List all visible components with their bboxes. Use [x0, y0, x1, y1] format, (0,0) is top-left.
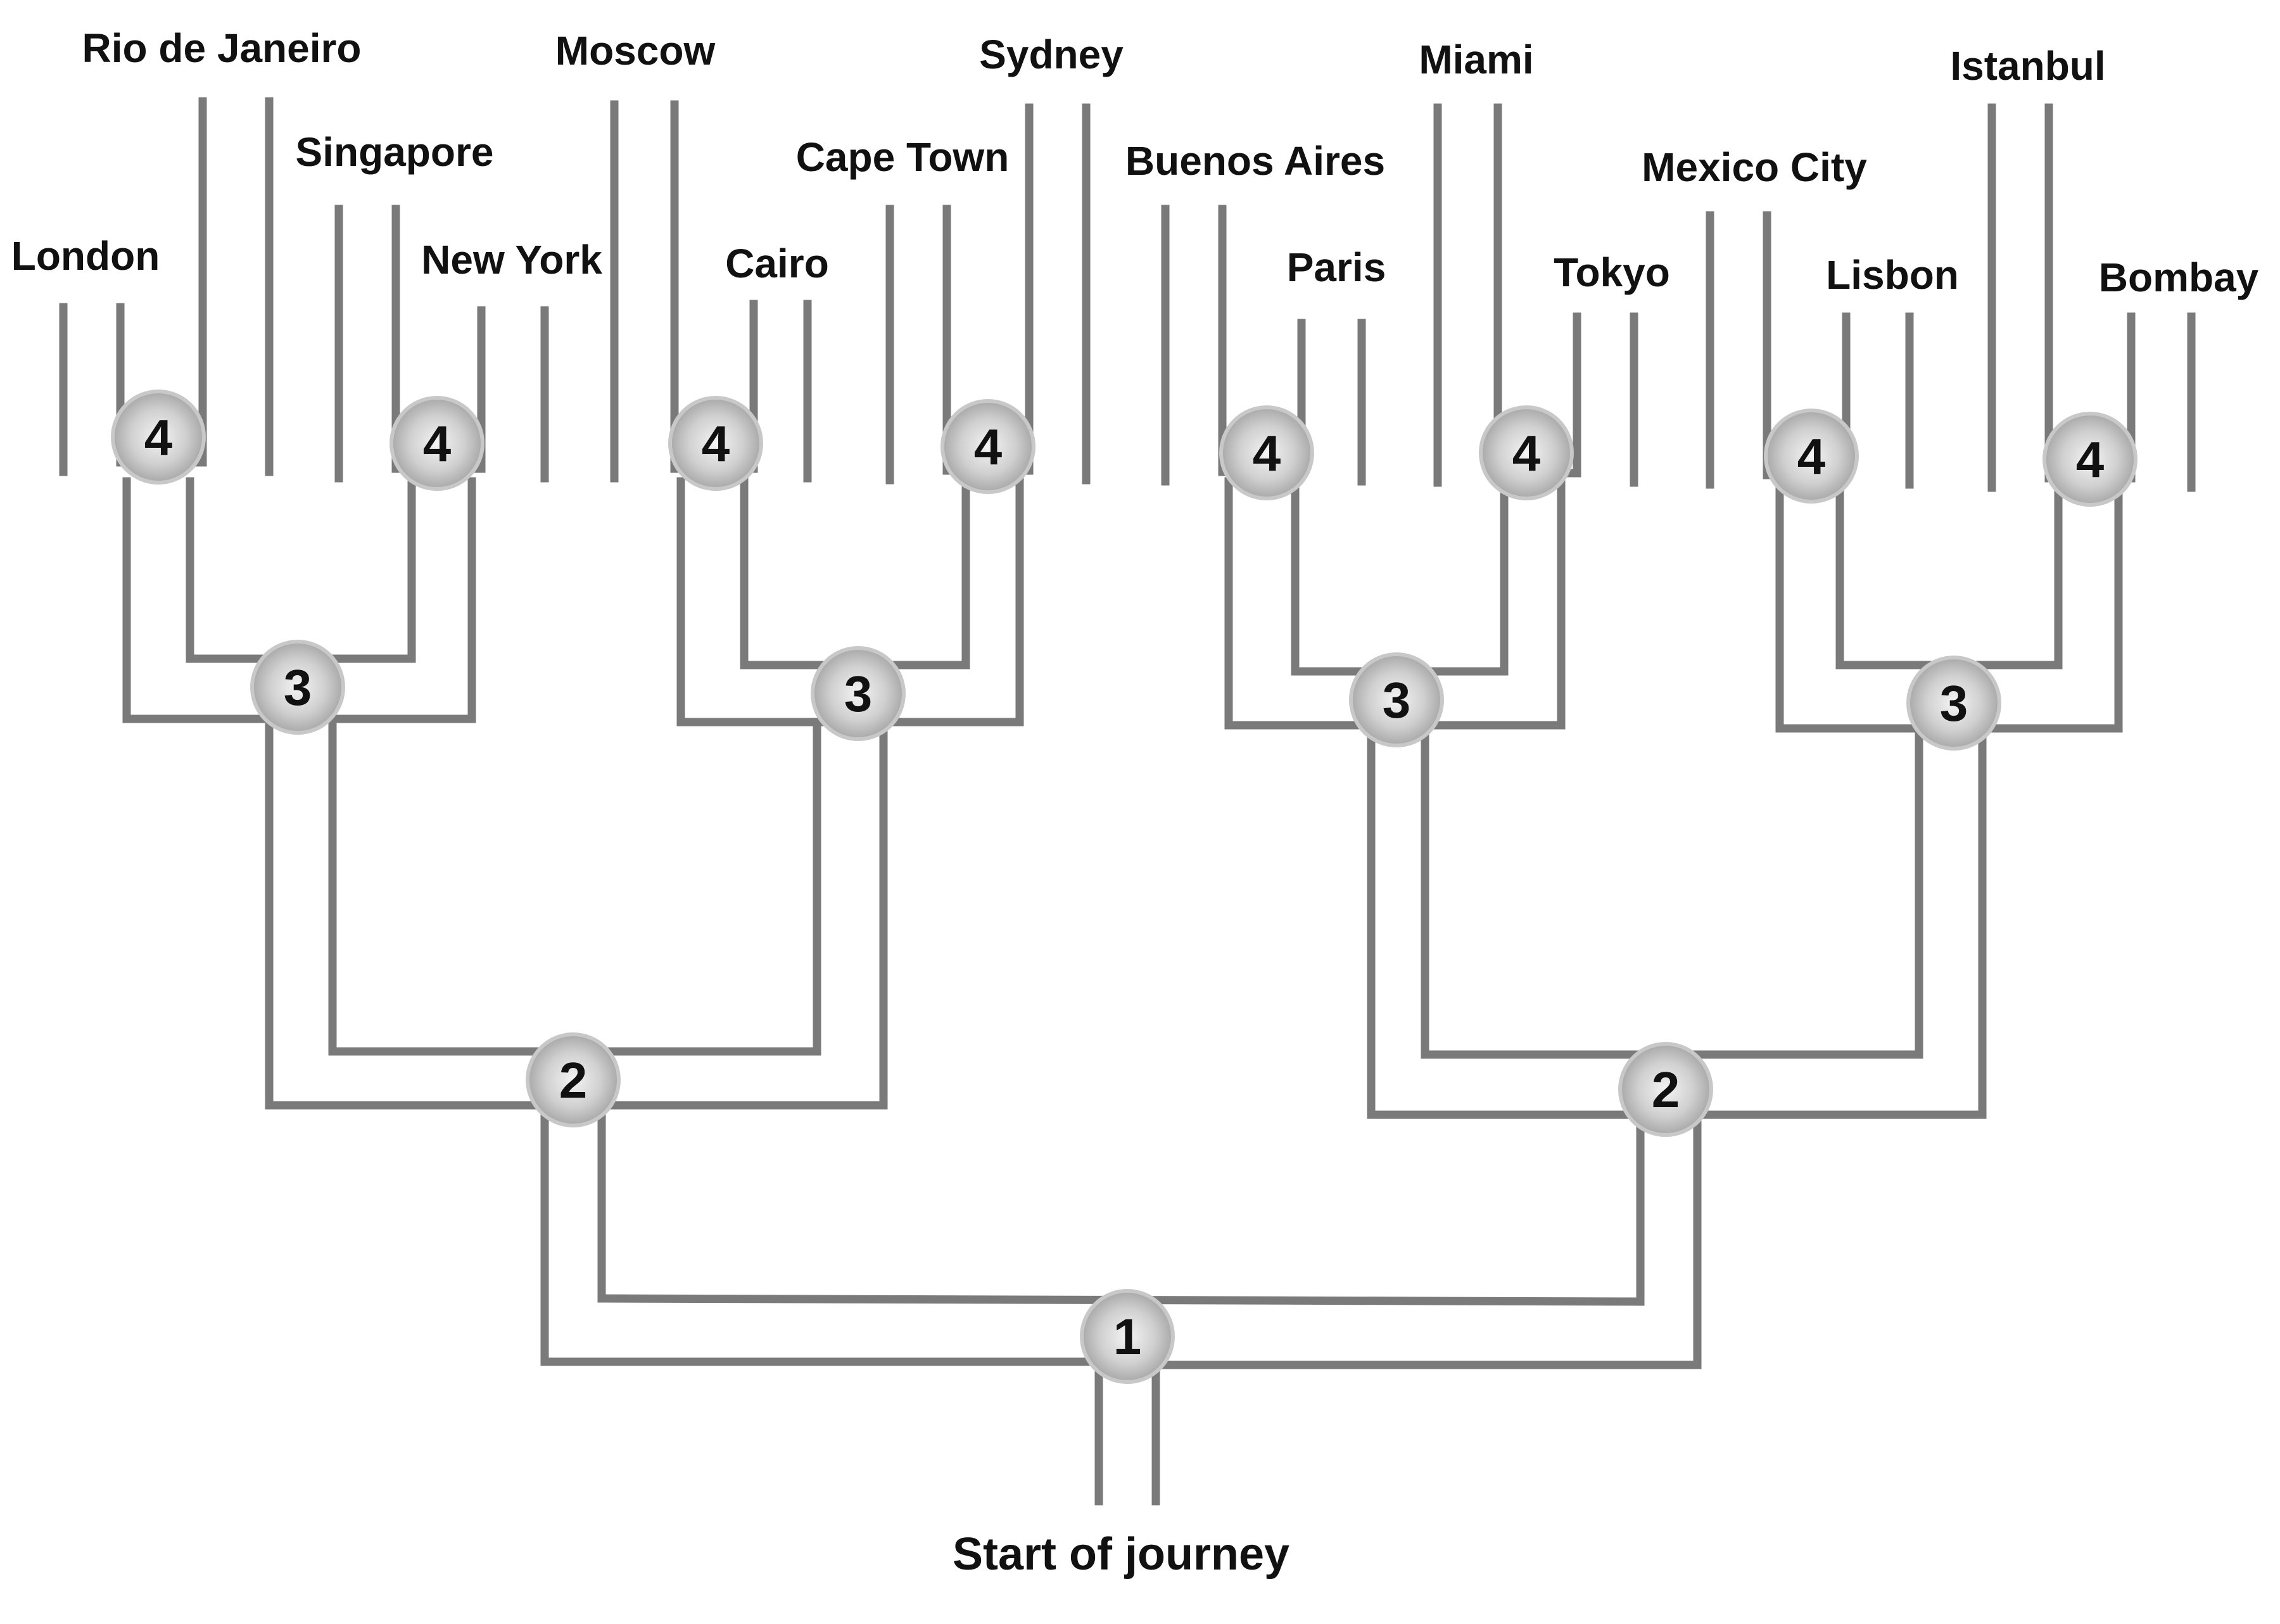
junction-number-level3-8: 3 [284, 659, 312, 716]
junction-marker-level1-14 [1080, 1289, 1175, 1384]
junction-number-level4-2: 4 [702, 416, 730, 472]
destination-label-moscow: Moscow [555, 28, 716, 73]
destination-label-miami: Miami [1419, 37, 1533, 82]
destination-label-bombay: Bombay [2099, 255, 2259, 300]
destination-label-paris: Paris [1287, 244, 1386, 290]
junction-marker-level3-10 [1349, 652, 1444, 747]
destination-label-rio-de-janeiro: Rio de Janeiro [82, 25, 362, 71]
junction-marker-level4-2 [668, 396, 763, 491]
junction-number-level3-10: 3 [1383, 672, 1411, 728]
destination-label-london: London [11, 233, 160, 279]
destination-label-sydney: Sydney [979, 32, 1124, 77]
destination-label-mexico-city: Mexico City [1642, 144, 1867, 190]
junction-number-level4-0: 4 [144, 409, 173, 466]
junction-marker-level4-1 [390, 396, 484, 491]
junction-marker-level4-0 [111, 390, 206, 485]
junction-marker-level2-13 [1618, 1042, 1713, 1137]
junction-number-level2-12: 2 [559, 1052, 588, 1108]
junction-markers: 4 4 4 4 4 4 4 4 3 3 3 3 2 2 1 [111, 390, 2138, 1384]
junction-marker-level3-11 [1906, 656, 2001, 751]
junction-number-level4-4: 4 [1253, 425, 1281, 481]
junction-number-level2-13: 2 [1652, 1062, 1680, 1118]
destination-label-lisbon: Lisbon [1826, 252, 1959, 298]
junction-marker-level3-8 [250, 640, 345, 735]
junction-number-level4-5: 4 [1512, 425, 1541, 481]
destination-label-cape-town: Cape Town [796, 134, 1010, 180]
junction-number-level4-7: 4 [2076, 431, 2105, 488]
junction-number-level4-1: 4 [423, 416, 452, 472]
junction-marker-level4-3 [940, 399, 1036, 494]
destination-label-buenos-aires: Buenos Aires [1125, 138, 1385, 184]
junction-number-level4-6: 4 [1797, 428, 1826, 485]
junction-marker-level4-7 [2042, 412, 2138, 507]
junction-marker-level4-5 [1479, 405, 1574, 500]
destination-label-tokyo: Tokyo [1554, 250, 1670, 295]
junction-marker-level2-12 [526, 1032, 621, 1127]
start-of-journey-label: Start of journey [953, 1529, 1289, 1580]
junction-marker-level4-6 [1764, 409, 1859, 504]
junction-number-level3-9: 3 [844, 666, 873, 722]
junction-marker-level3-9 [811, 646, 906, 741]
destination-label-istanbul: Istanbul [1950, 43, 2105, 89]
junction-number-level3-11: 3 [1940, 675, 1968, 732]
destination-label-singapore: Singapore [296, 129, 494, 175]
junction-number-level4-3: 4 [974, 419, 1003, 475]
junction-marker-level4-4 [1219, 405, 1314, 500]
destination-label-new-york: New York [421, 237, 602, 282]
junction-number-level1-14: 1 [1113, 1309, 1142, 1365]
destination-label-cairo: Cairo [725, 241, 829, 286]
